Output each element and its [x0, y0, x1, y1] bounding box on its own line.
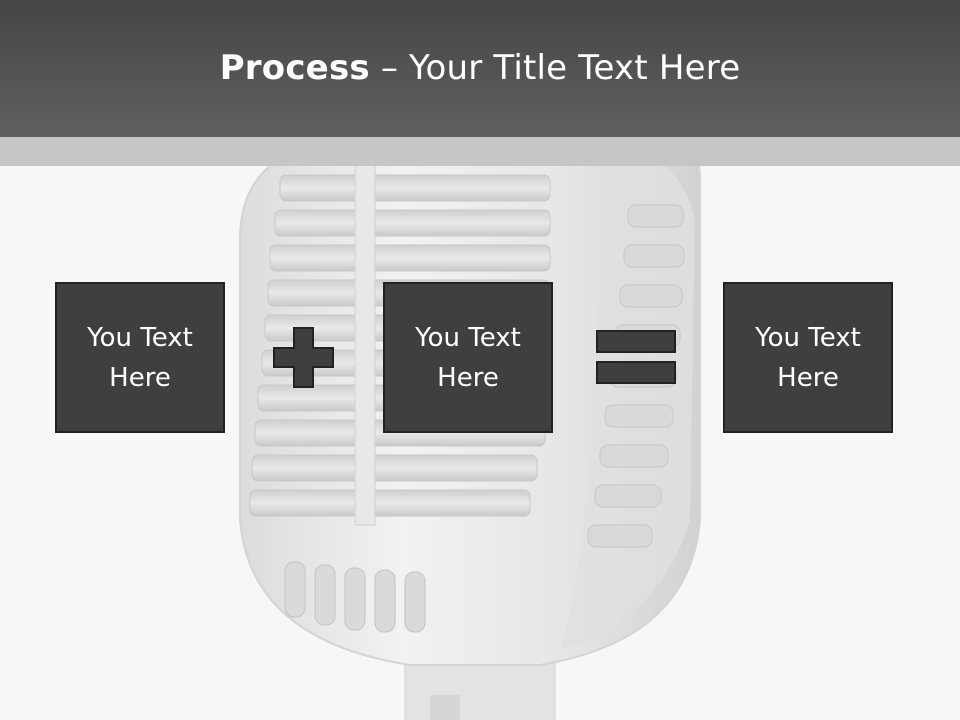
- process-box-text: You Text Here: [415, 322, 521, 393]
- plus-icon: [273, 327, 334, 388]
- slide-title: Process – Your Title Text Here: [220, 48, 741, 88]
- title-bar: Process – Your Title Text Here: [0, 0, 960, 137]
- process-box-1: You Text Here: [55, 282, 225, 433]
- process-box-3: You Text Here: [723, 282, 893, 433]
- process-box-text: You Text Here: [87, 322, 193, 393]
- title-strong: Process: [219, 47, 370, 88]
- equals-icon: [596, 330, 676, 384]
- process-box-text: You Text Here: [755, 322, 861, 393]
- process-box-2: You Text Here: [383, 282, 553, 433]
- title-underbar: [0, 137, 960, 166]
- title-rest: – Your Title Text Here: [369, 47, 741, 88]
